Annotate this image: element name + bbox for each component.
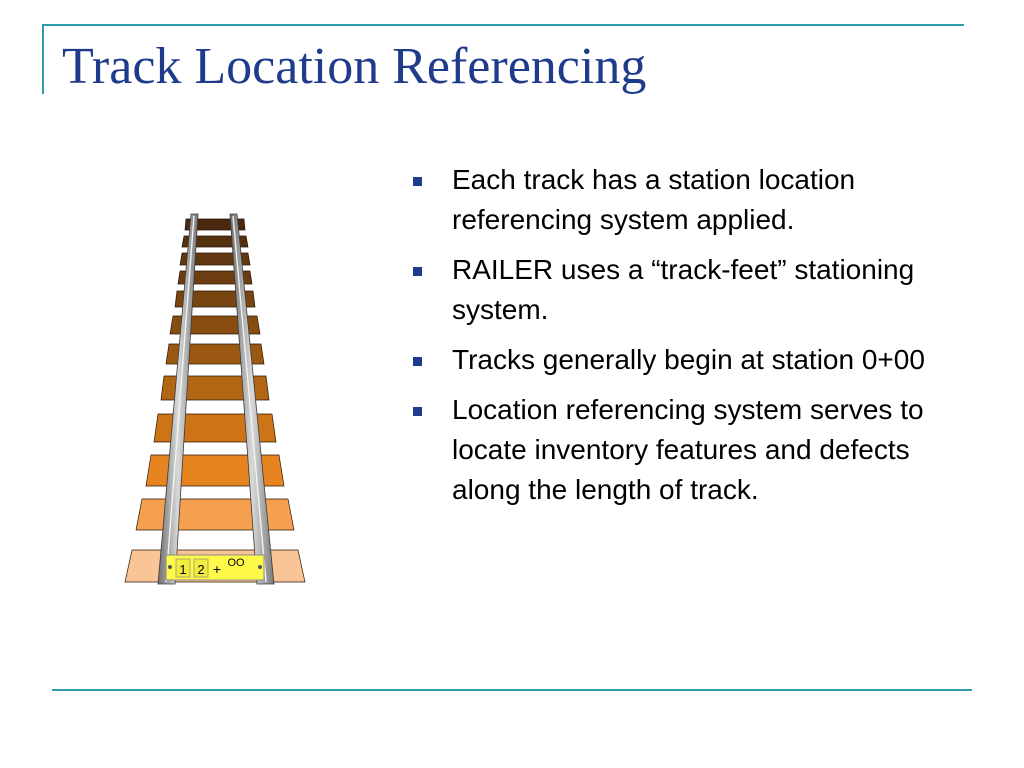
bullet-list: Each track has a station location refere… [410, 160, 970, 520]
square-bullet-icon [413, 407, 422, 416]
bullet-text: Location referencing system serves to lo… [452, 394, 924, 505]
track-ties [124, 218, 306, 583]
bullet-item: RAILER uses a “track-feet” stationing sy… [410, 250, 970, 330]
bullet-text: Each track has a station location refere… [452, 164, 856, 235]
station-marker-digit-2: 2 [197, 562, 204, 577]
left-accent-line [42, 24, 44, 94]
bullet-text: RAILER uses a “track-feet” stationing sy… [452, 254, 915, 325]
railroad-track-icon: 1 2 + OO [124, 213, 306, 585]
bullet-item: Each track has a station location refere… [410, 160, 970, 240]
station-marker-plus: + [213, 561, 221, 577]
slide-title: Track Location Referencing [62, 38, 647, 95]
bullet-text: Tracks generally begin at station 0+00 [452, 344, 925, 375]
station-marker-suffix: OO [227, 557, 245, 569]
square-bullet-icon [413, 177, 422, 186]
top-divider-line [44, 24, 964, 26]
square-bullet-icon [413, 357, 422, 366]
bottom-divider-line [52, 689, 972, 691]
station-marker-digit-1: 1 [179, 562, 186, 577]
track-rails [157, 213, 275, 585]
bullet-item: Location referencing system serves to lo… [410, 390, 970, 510]
square-bullet-icon [413, 267, 422, 276]
bullet-item: Tracks generally begin at station 0+00 [410, 340, 970, 380]
station-marker: 1 2 + OO [165, 554, 265, 581]
